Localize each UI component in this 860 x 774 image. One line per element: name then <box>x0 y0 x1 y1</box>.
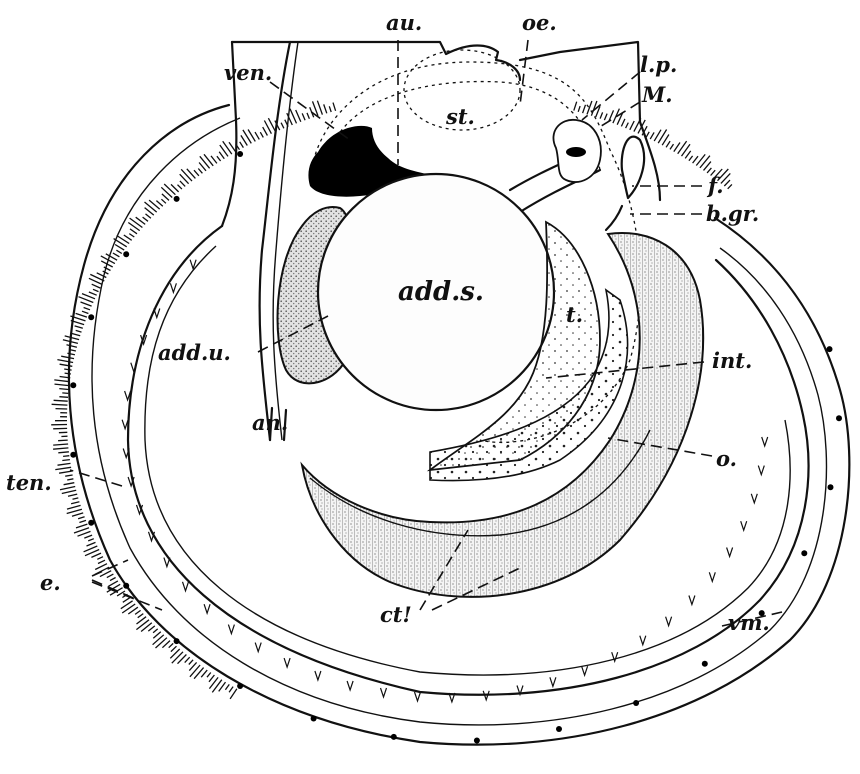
eye <box>836 415 842 421</box>
label-o: o. <box>716 446 737 471</box>
foot <box>622 137 644 198</box>
label-st: st. <box>445 104 475 129</box>
inner-tentacle <box>204 604 210 613</box>
eye <box>391 734 397 740</box>
label-lp: l.p. <box>640 52 677 77</box>
eye <box>123 251 129 257</box>
label-addu: add.u. <box>158 340 231 365</box>
label-int: int. <box>712 348 752 373</box>
label-an: an. <box>252 410 288 435</box>
inner-tentacle <box>751 494 757 503</box>
label-t: t. <box>566 302 583 327</box>
inner-tentacle <box>762 437 768 446</box>
inner-tentacle <box>164 558 170 567</box>
inner-tentacle <box>347 681 353 690</box>
label-bgr: b.gr. <box>706 201 759 226</box>
eye <box>828 484 834 490</box>
inner-tentacle <box>709 572 715 581</box>
inner-tentacle <box>284 658 290 667</box>
inner-tentacle <box>666 617 672 626</box>
eye <box>827 346 833 352</box>
inner-tentacle <box>415 692 421 701</box>
eye <box>88 520 94 526</box>
inner-tentacle <box>381 688 387 697</box>
inner-tentacle <box>741 521 747 530</box>
label-f: f. <box>706 173 724 198</box>
label-ten: ten. <box>6 470 52 495</box>
label-e: e. <box>40 570 61 595</box>
label-ct: ct! <box>380 602 412 627</box>
inner-tentacle <box>758 466 764 475</box>
eye <box>70 452 76 458</box>
label-M: M. <box>641 82 673 107</box>
label-adds: add.s. <box>398 277 484 307</box>
inner-tentacle <box>550 677 556 686</box>
eye <box>237 683 243 689</box>
eye <box>556 726 562 732</box>
inner-tentacle <box>170 283 176 292</box>
label-vm: vm. <box>728 610 770 635</box>
eye <box>174 638 180 644</box>
inner-tentacle <box>582 666 588 675</box>
eye <box>702 661 708 667</box>
body-left-wall <box>260 42 290 440</box>
eye <box>311 716 317 722</box>
eye <box>237 151 243 157</box>
inner-tentacle <box>727 548 733 557</box>
byssal-groove <box>606 206 622 230</box>
eye <box>801 550 807 556</box>
inner-tentacle <box>154 309 160 318</box>
eye <box>174 196 180 202</box>
eye <box>123 583 129 589</box>
label-ven: ven. <box>224 60 272 85</box>
inner-tentacle <box>689 596 695 605</box>
inner-tentacle <box>228 625 234 634</box>
inner-tentacle <box>183 582 189 591</box>
eye <box>88 314 94 320</box>
mouth <box>566 147 586 157</box>
inner-tentacle <box>131 363 137 372</box>
eye <box>70 382 76 388</box>
inner-tentacle <box>255 643 261 652</box>
eye <box>474 738 480 744</box>
label-au: au. <box>386 10 422 35</box>
label-oe: oe. <box>522 10 557 35</box>
inner-tentacle <box>315 671 321 680</box>
hinge-top <box>232 42 520 80</box>
inner-tentacle <box>640 636 646 645</box>
eye <box>633 700 639 706</box>
